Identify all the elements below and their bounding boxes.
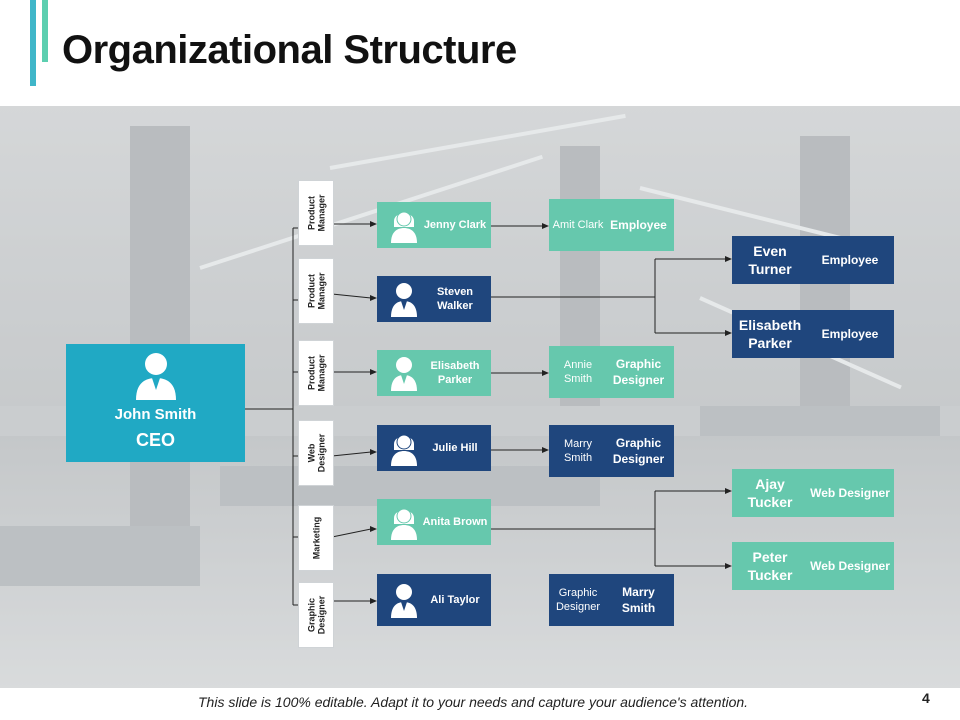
right-name: Even Turner (748, 243, 792, 277)
footer-note: This slide is 100% editable. Adapt it to… (198, 694, 749, 710)
person-card-elisabeth-parker: Elisabeth Parker (377, 350, 491, 396)
female-user-icon (391, 508, 417, 540)
sub-name: Amit Clark (552, 219, 604, 231)
person-name: Ali Taylor (430, 594, 480, 606)
right-card-even-turner: Even Turner Employee (732, 236, 894, 284)
person-name: Julie Hill (432, 442, 478, 454)
person-name: Steven Walker (436, 286, 474, 312)
person-card-ali-taylor: Ali Taylor (377, 574, 491, 626)
ceo-name: John Smith (114, 406, 197, 423)
person-name: Anita Brown (422, 516, 488, 528)
sub-name: Graphic Designer (555, 587, 601, 613)
person-name: Elisabeth Parker (430, 360, 480, 386)
right-card-ajay-tucker: Ajay Tucker Web Designer (732, 469, 894, 517)
male-user-icon (391, 357, 417, 391)
role-label-product-manager: Product Manager (298, 258, 334, 324)
role-label-web-designer: Web Designer (298, 420, 334, 486)
person-card-julie-hill: Julie Hill (377, 425, 491, 471)
role-label-text: Product Manager (306, 194, 326, 232)
right-role: Employee (821, 327, 879, 341)
person-name: Jenny Clark (423, 219, 487, 231)
footer-bar (0, 688, 960, 720)
role-label-text: Marketing (311, 516, 322, 560)
sub-role: Graphic Designer (612, 436, 665, 466)
male-user-icon (391, 283, 417, 317)
accent-bar-primary (30, 0, 36, 86)
sub-card-amit-clark: Amit Clark Employee (549, 199, 674, 251)
sub-role: Marry Smith (621, 585, 656, 615)
person-card-jenny-clark: Jenny Clark (377, 202, 491, 248)
role-label-marketing: Marketing (298, 505, 334, 571)
role-label-product-manager: Product Manager (298, 340, 334, 406)
female-user-icon (391, 434, 417, 466)
right-role: Web Designer (810, 486, 890, 500)
accent-bar-secondary (42, 0, 48, 62)
person-card-anita-brown: Anita Brown (377, 499, 491, 545)
sub-role: Graphic Designer (612, 357, 665, 387)
ceo-role: CEO (135, 430, 175, 450)
role-label-text: Product Manager (306, 272, 326, 310)
right-role: Employee (821, 253, 879, 267)
role-label-text: Product Manager (306, 354, 326, 392)
right-name: Ajay Tucker (747, 476, 793, 510)
role-label-graphic-designer: Graphic Designer (298, 582, 334, 648)
male-user-icon (391, 584, 417, 618)
right-role: Web Designer (810, 559, 890, 573)
female-user-icon (391, 211, 417, 243)
sub-name: Marry Smith (563, 438, 593, 464)
role-label-product-manager: Product Manager (298, 180, 334, 246)
right-card-peter-tucker: Peter Tucker Web Designer (732, 542, 894, 590)
page-title: Organizational Structure (62, 28, 517, 72)
sub-card-marry-smith: Marry Smith Graphic Designer (549, 425, 674, 477)
role-label-text: Graphic Designer (306, 595, 327, 635)
ceo-card: John Smith CEO (66, 344, 245, 462)
sub-name: Annie Smith (563, 359, 593, 385)
person-card-steven-walker: Steven Walker (377, 276, 491, 322)
male-user-icon (136, 353, 176, 400)
sub-card-annie-smith: Annie Smith Graphic Designer (549, 346, 674, 398)
page-number: 4 (922, 690, 930, 706)
role-label-text: Web Designer (306, 433, 327, 473)
right-card-elisabeth-parker: Elisabeth Parker Employee (732, 310, 894, 358)
sub-role: Employee (610, 218, 667, 232)
right-name: Peter Tucker (747, 549, 793, 583)
sub-card-graphic-designer: Graphic Designer Marry Smith (549, 574, 674, 626)
right-name: Elisabeth Parker (738, 317, 802, 351)
